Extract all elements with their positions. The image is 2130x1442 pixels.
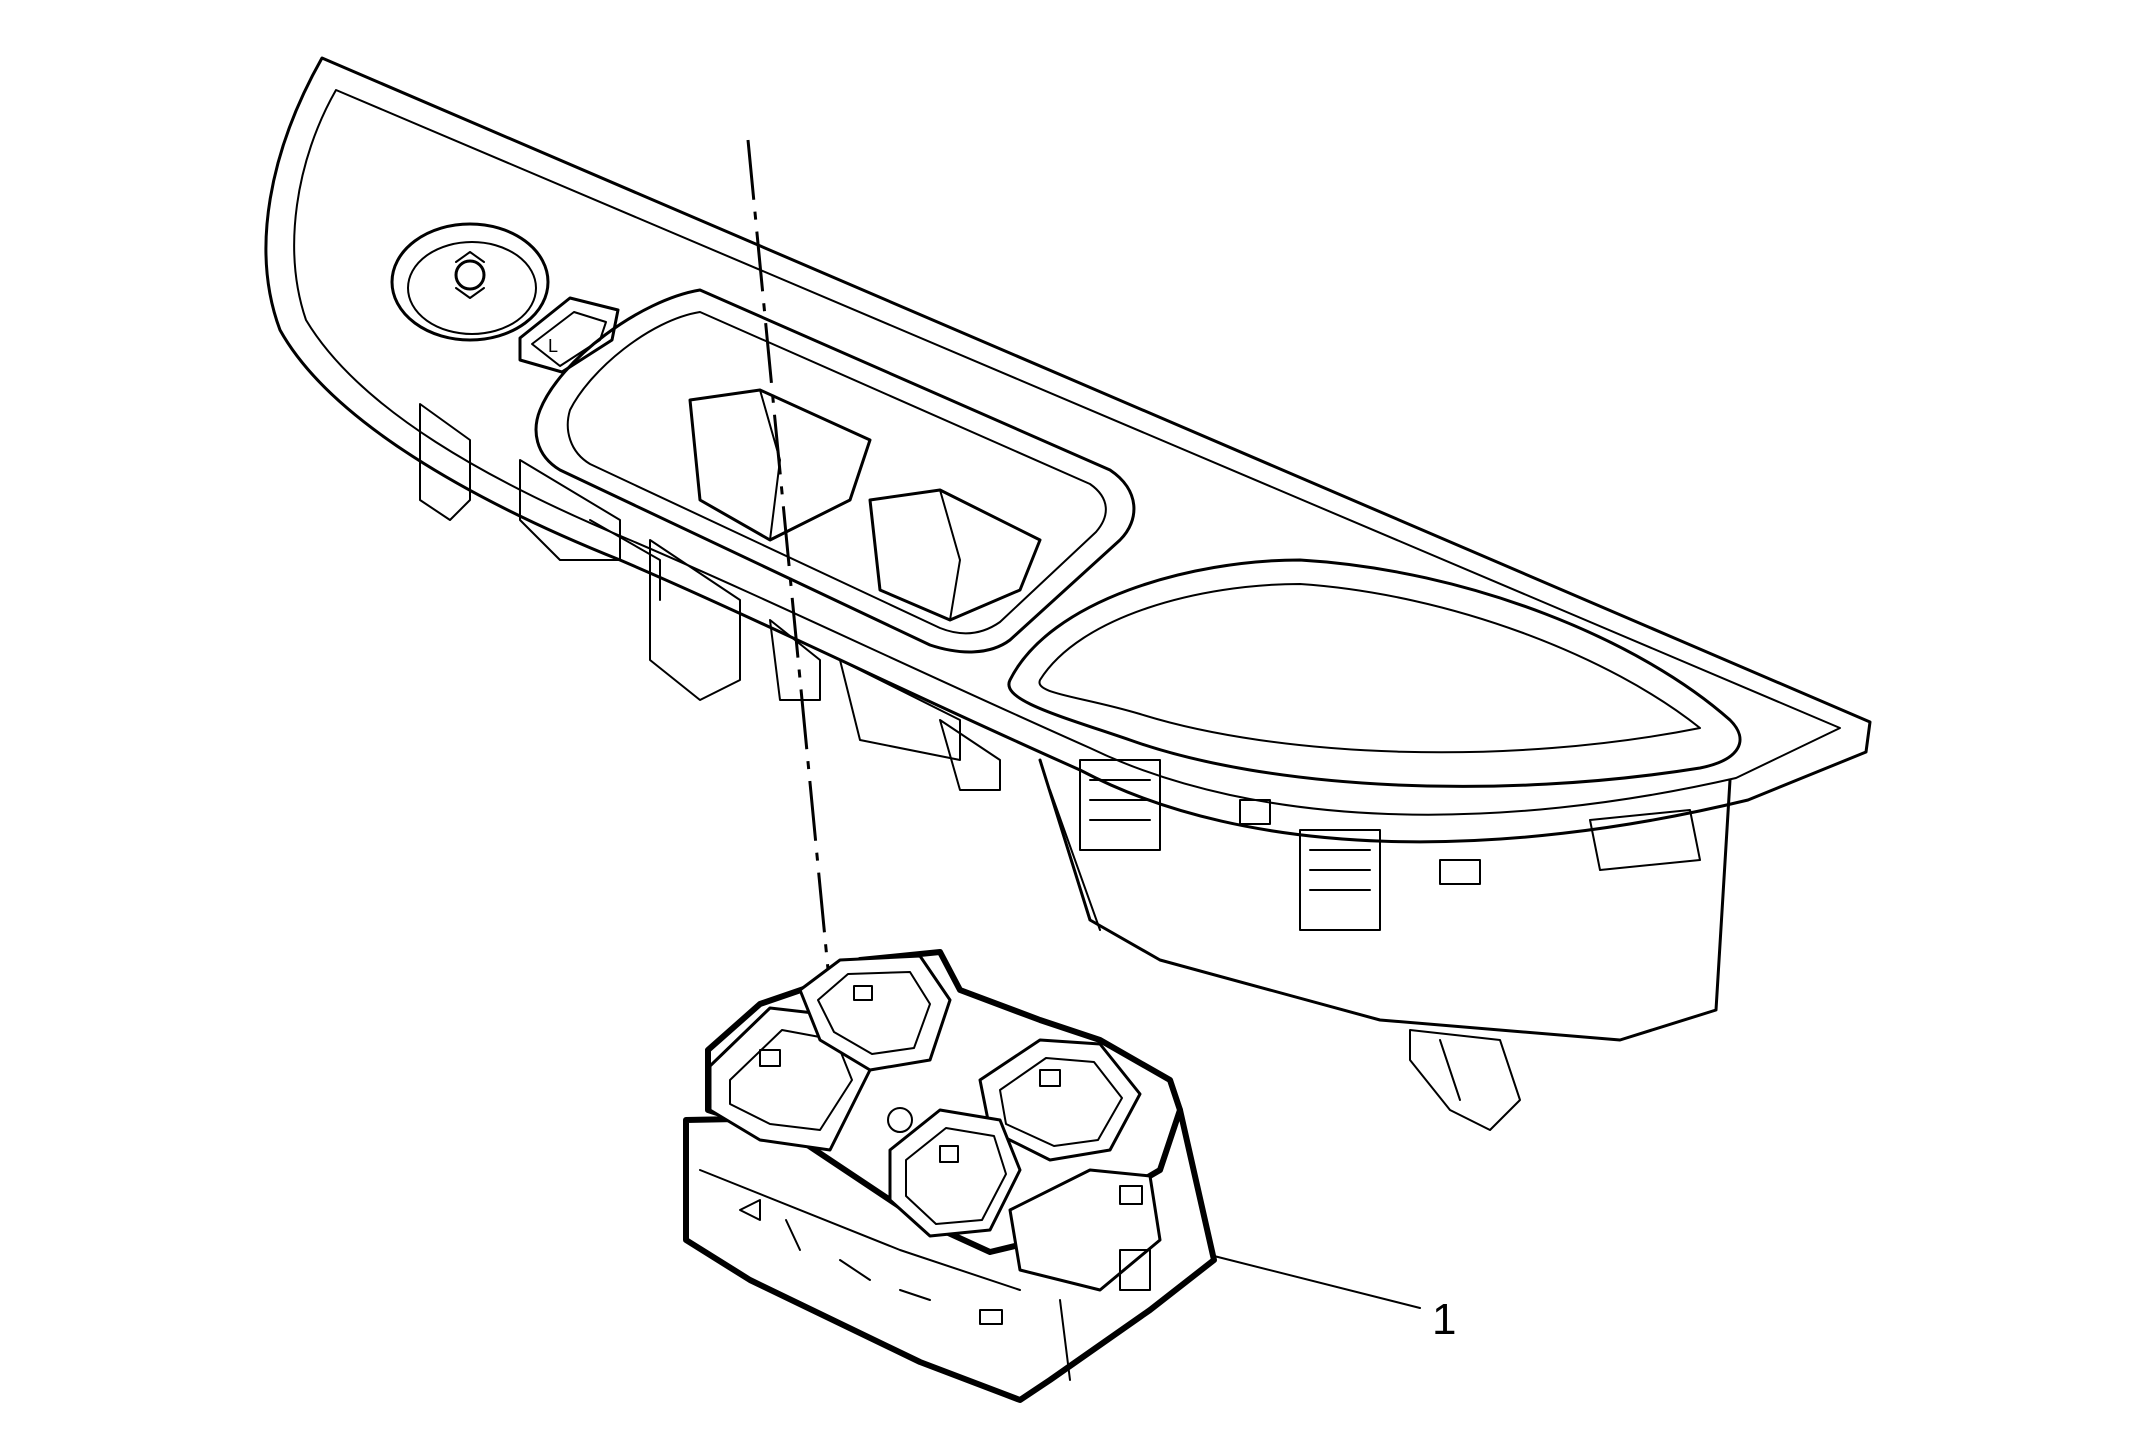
switch-front-left xyxy=(888,1108,1022,1238)
callout-1-label: 1 xyxy=(1432,1295,1456,1344)
lock-switch: L xyxy=(518,296,620,374)
door-switch-bezel: L xyxy=(264,56,1872,1131)
switch-front-right xyxy=(978,1038,1142,1162)
callout-1: 1 xyxy=(1213,1255,1456,1344)
switch-lockout xyxy=(1008,1168,1162,1292)
window-switch-recess xyxy=(534,288,1136,654)
bezel-pull-cup xyxy=(1007,558,1742,788)
mirror-control-knob xyxy=(390,222,550,342)
alignment-centerline xyxy=(746,139,832,991)
bezel-underside xyxy=(419,403,1732,1131)
window-switch-assembly xyxy=(683,949,1217,1403)
switch-rear-center xyxy=(798,954,952,1072)
lock-switch-label: L xyxy=(548,336,558,356)
